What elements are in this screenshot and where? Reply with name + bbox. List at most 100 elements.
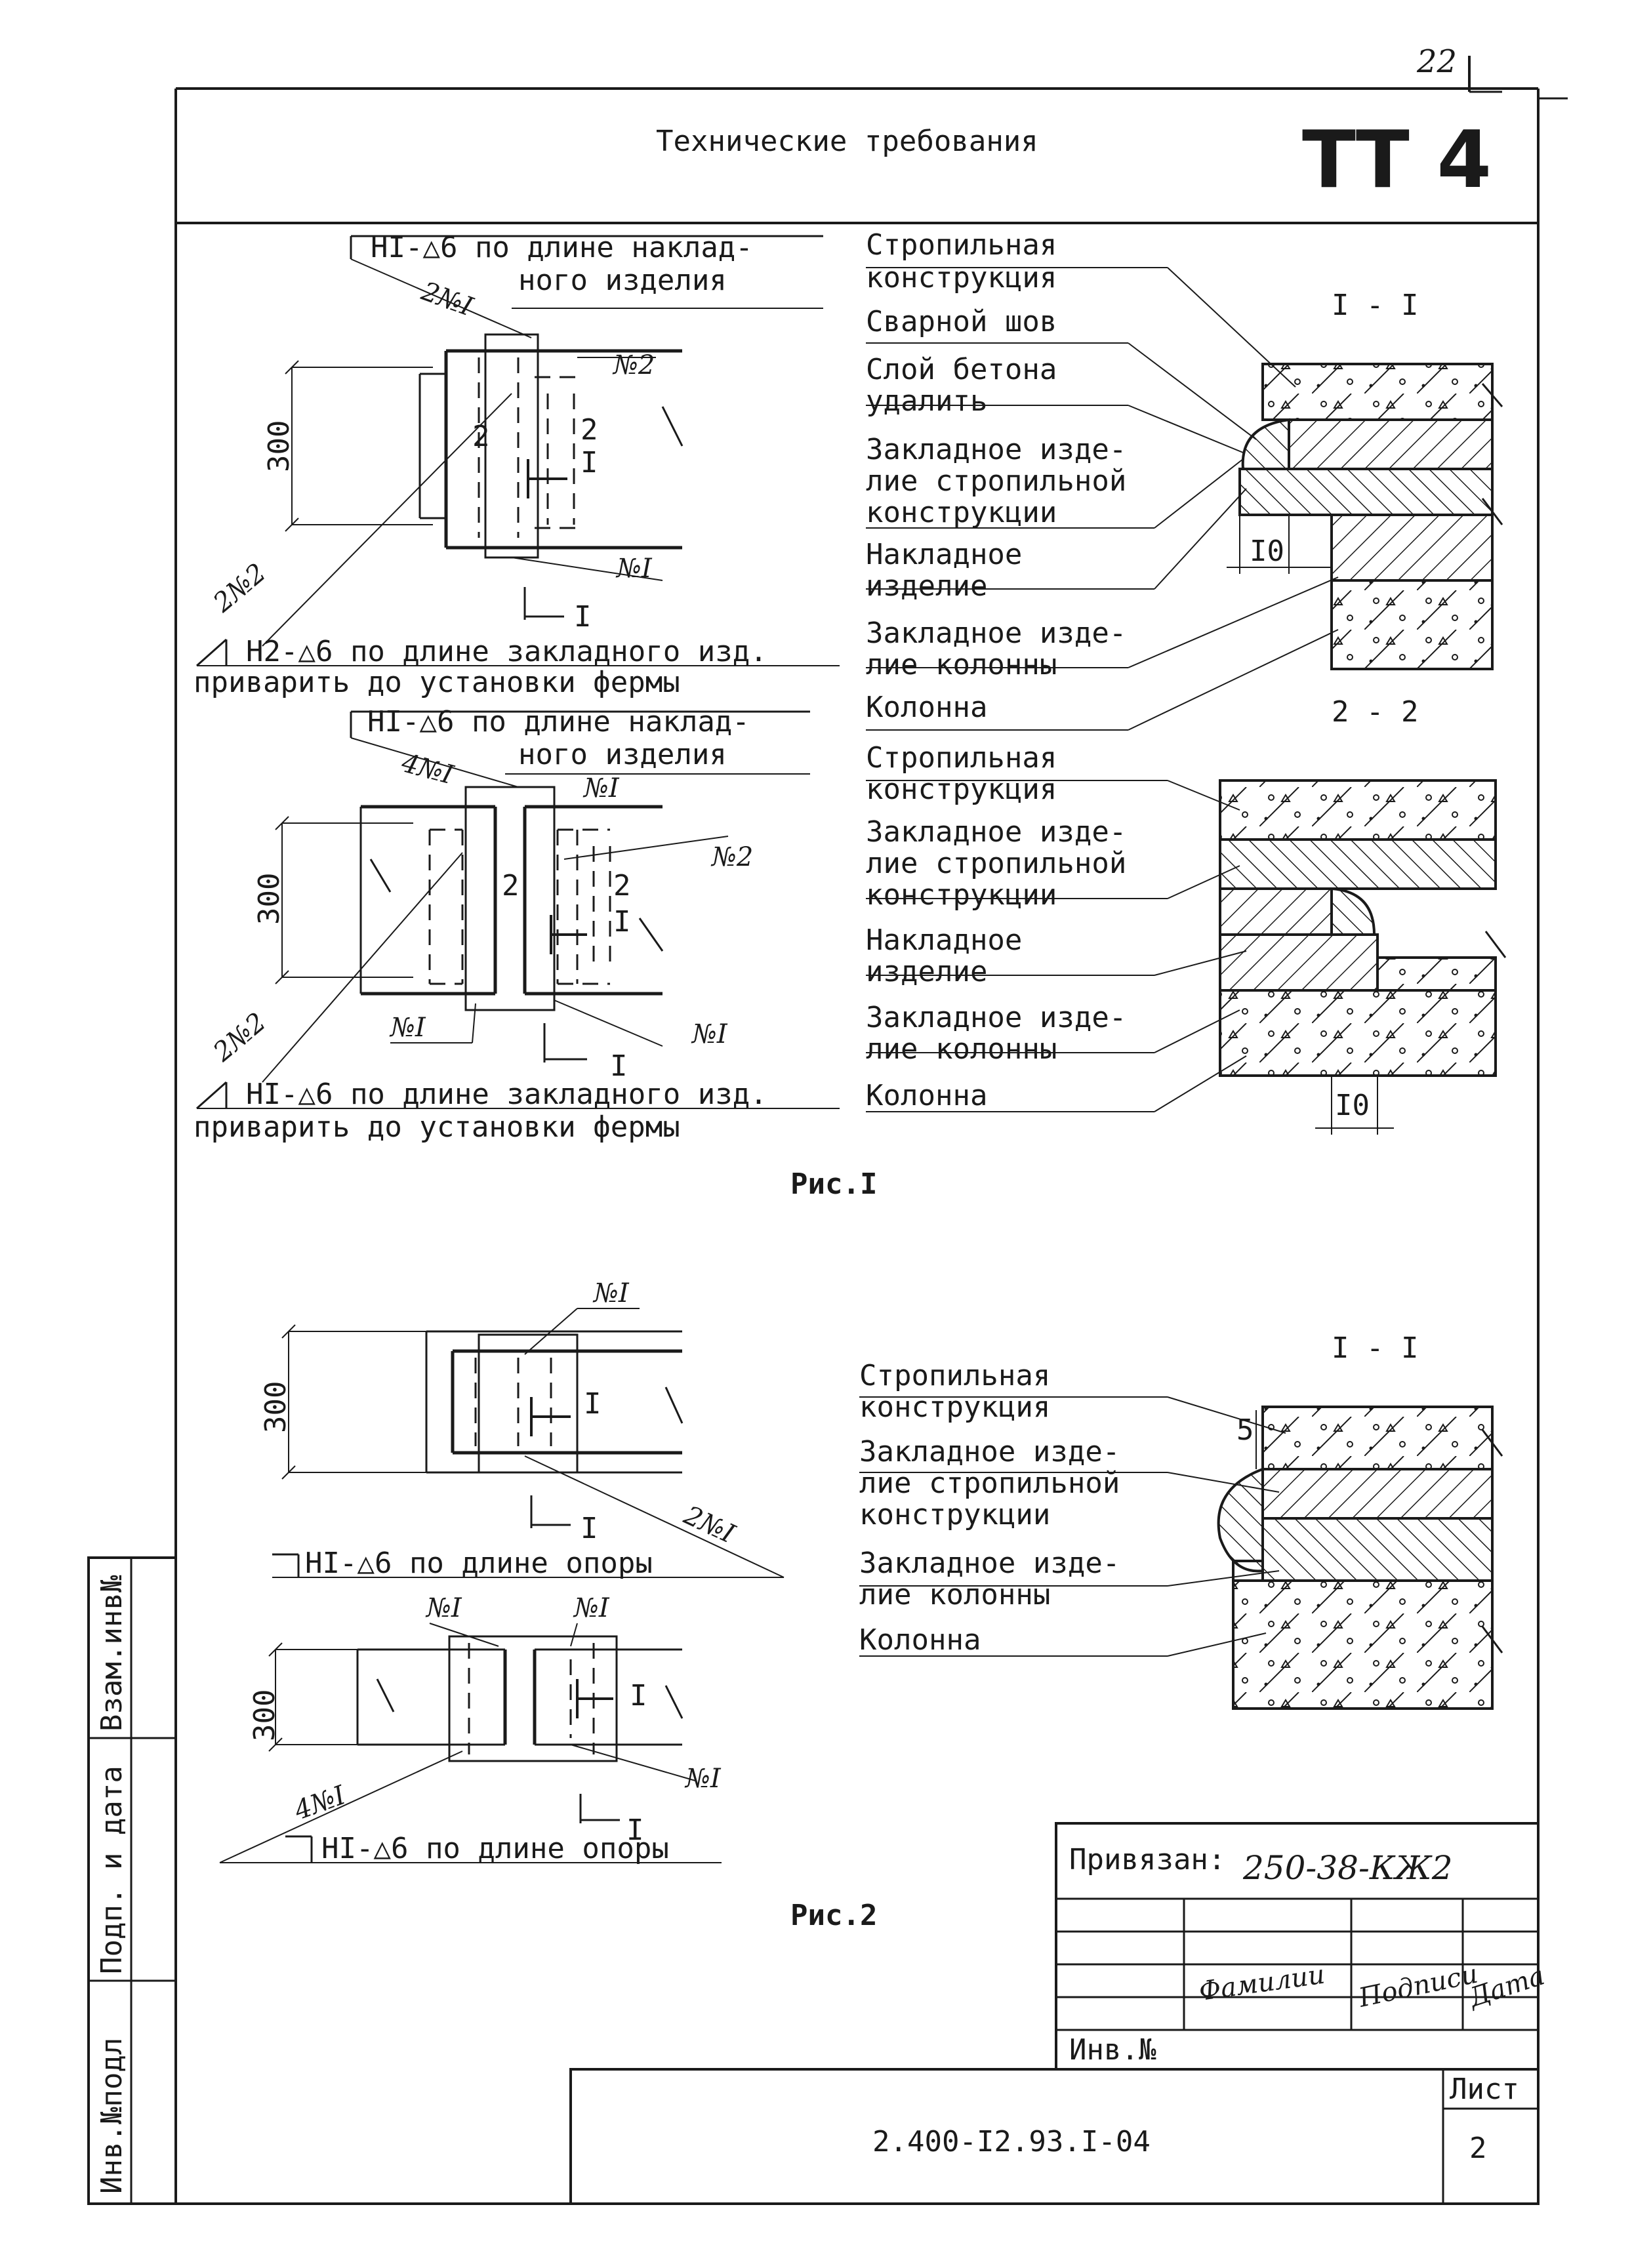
code-badge: ТТ 4 [1302,115,1492,206]
fig1-top-mark-2a: 2 [472,420,490,453]
fig1-bottom-weld-note-2: ного изделия [518,738,727,771]
fig1-top-weld-note-1: HI-△6 по длине наклад- [371,231,753,264]
fig1-s1-label-3-c: конструкции [866,496,1057,529]
fig1-section1-title: I - I [1332,289,1418,322]
fig1-s2-label-1-c: конструкции [866,878,1057,912]
fig1-s1-label-3-a: Закладное изде- [866,433,1126,466]
fig1-bottom-weld-note-bottom-1: HI-△6 по длине закладного изд. [246,1078,767,1111]
fig1-section2-title: 2 - 2 [1332,695,1418,729]
fig2-section-1 [1217,1406,1503,1710]
fig1-section-2 [1219,779,1507,1135]
fig1-top-mark-n1: №I [615,554,653,584]
fig2-s1-label-0-a: Стропильная [859,1359,1050,1392]
stamp-bound-label: Привязан: [1069,1843,1225,1876]
stamp-col-surname: Фамилии [1197,1959,1326,2006]
stamp-col-date: Дата [1464,1960,1548,2014]
fig1-s1-label-3-b: лие стропильной [866,464,1126,498]
fig2-section1-labels [859,1396,1286,1657]
fig1-s1-label-0-a: Стропильная [866,228,1057,262]
fig1-top-mark-n2: №2 [612,350,655,380]
fig1-top-mark-top: 2№I [417,276,478,323]
fig1-bottom-mark-2a: 2 [502,869,520,902]
fig1-s1-label-1: Сварной шов [866,305,1057,338]
header-title: Технические требования [656,125,1038,158]
fig2-bottom-plan [219,1623,722,1863]
fig1-bottom-mark-n1-top: №I [582,773,620,803]
fig1-bottom-mark-n1-right: №I [691,1019,728,1049]
fig2-bottom-section-mark: I [626,1813,644,1847]
fig1-top-dim-300: 300 [262,420,296,472]
fig2-bottom-weld-note: HI-△6 по длине опоры [321,1832,669,1865]
fig1-s2-label-4: Колонна [866,1079,987,1112]
side-cell-signature-date: Подп. и дата [95,1766,129,1974]
fig2-s1-label-2-b: лие колонны [859,1578,1050,1611]
fig1-bottom-mark-i: I [613,905,631,939]
fig1-s1-label-5-b: лие колонны [866,648,1057,681]
fig1-bottom-mark-n2: №2 [710,842,753,872]
fig1-s1-label-6: Колонна [866,691,987,724]
fig1-s1-label-2-a: Слой бетона [866,353,1057,386]
fig1-top-mark-2b: 2 [581,413,598,447]
side-cell-inv-original: Инв.№подл [95,2038,129,2194]
fig1-section1-labels [866,267,1339,731]
fig2-s1-label-1-b: лие стропильной [859,1467,1120,1500]
sheet-label: Лист [1450,2073,1519,2106]
fig2-bottom-dim-300: 300 [248,1690,281,1741]
fig2-bottom-mark-4n1: 4№I [290,1780,350,1827]
fig1-s1-label-5-a: Закладное изде- [866,617,1126,650]
fig1-s1-label-0-b: конструкция [866,261,1057,294]
fig1-bottom-mark-top: 4№I [398,748,457,790]
fig1-top-weld-note-bottom-1: H2-△6 по длине закладного изд. [246,635,767,668]
fig2-top-plan [272,1308,785,1578]
fig1-top-weld-note-2: ного изделия [518,264,727,297]
fig1-s2-label-1-b: лие стропильной [866,847,1126,880]
fig1-s2-label-0-b: конструкция [866,773,1057,806]
fig2-top-mark-i: I [584,1387,602,1421]
fig2-bottom-mark-i: I [630,1679,647,1712]
fig1-s1-label-4-a: Накладное [866,538,1022,571]
side-strip [87,1556,177,2205]
side-cell-replace-inv: Взам.инв№ [95,1575,129,1731]
fig2-top-dim-300: 300 [259,1381,293,1433]
fig1-s2-label-2-a: Накладное [866,923,1022,957]
fig1-s2-label-2-b: изделие [866,955,987,988]
fig2-caption: Рис.2 [790,1899,877,1932]
fig2-s1-label-3: Колонна [859,1623,981,1657]
fig1-caption: Рис.I [790,1167,877,1201]
fig1-bottom-plan [196,710,840,1110]
fig1-bottom-mark-2n2: 2№2 [207,1007,272,1068]
fig1-s2-label-3-b: лие колонны [866,1032,1057,1066]
fig2-top-weld-note: HI-△6 по длине опоры [305,1547,653,1580]
fig2-s1-label-2-a: Закладное изде- [859,1547,1120,1580]
fig1-s2-label-1-a: Закладное изде- [866,815,1126,849]
fig1-bottom-weld-note-bottom-2: приварить до установки фермы [194,1110,680,1144]
fig1-bottom-weld-note-1: HI-△6 по длине наклад- [367,705,750,739]
fig1-bottom-dim-300: 300 [253,873,286,925]
fig1-section1-dim-10: I0 [1250,535,1284,568]
fig2-bottom-mark-n1-left: №I [425,1593,462,1623]
fig1-s2-label-0-a: Стропильная [866,741,1057,775]
stamp-inv-label: Инв.№ [1069,2033,1156,2067]
stamp-bound-value: 250-38-КЖ2 [1242,1849,1453,1887]
fig2-top-mark-n1: №I [592,1278,630,1308]
stamp-col-signature: Подписи [1356,1959,1481,2014]
fig1-bottom-mark-2b: 2 [613,869,631,902]
page-corner-number: 22 [1416,43,1457,80]
fig1-s2-label-3-a: Закладное изде- [866,1001,1126,1034]
document-code: 2.400-I2.93.I-04 [872,2125,1151,2158]
fig1-top-section-mark: I [574,600,592,634]
fig1-top-mark-2n2: 2№2 [207,557,272,618]
fig1-s1-label-4-b: изделие [866,569,987,603]
fig1-top-plan [196,235,840,667]
fig1-section-1 [1227,363,1503,670]
fig1-section2-dim-10: I0 [1335,1089,1370,1122]
title-block [569,1822,1540,2205]
fig1-section2-labels [866,780,1247,1112]
fig2-s1-label-1-c: конструкции [859,1498,1050,1531]
fig1-bottom-section-mark: I [610,1049,628,1083]
fig2-s1-label-0-b: конструкция [859,1390,1050,1424]
fig2-bottom-mark-n1-right: №I [573,1593,610,1623]
fig2-s1-label-1-a: Закладное изде- [859,1435,1120,1468]
fig1-bottom-mark-n1-left: №I [389,1013,426,1043]
